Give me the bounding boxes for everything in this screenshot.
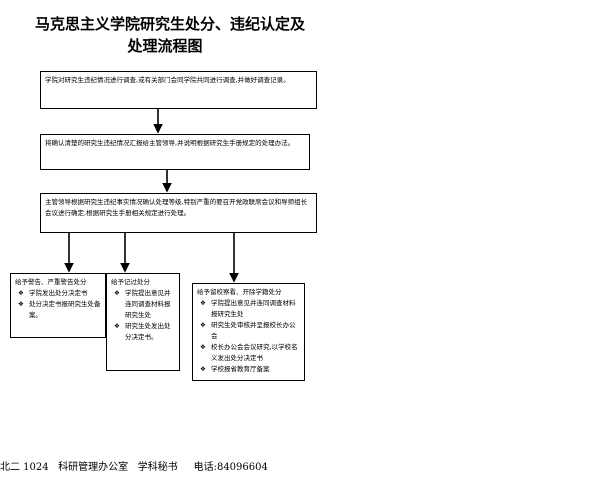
diamond-bullet-icon: ❖ [200,343,206,351]
item-text: 研究生处发出处分决定书。 [125,322,171,341]
item-text: 学院提出意见并连同调查材料报研究生处 [211,299,296,318]
page-title-line2: 处理流程图 [127,37,203,55]
diamond-bullet-icon: ❖ [18,289,24,297]
contact-footer: 北二 1024 科研管理办公室 学科秘书 电话:84096604 [0,462,268,473]
branch-title: 给予留校察看、开除学籍处分 [197,288,282,296]
list-item: ❖ 学院提出意见并连同调查材料报研究生处 [111,288,175,321]
diamond-bullet-icon: ❖ [114,322,120,330]
branch-warning: 给予警告、严重警告处分 ❖ 学院发出处分决定书 ❖ 处分决定书报研究生处备案。 [10,273,106,338]
item-text: 学院提出意见并连同调查材料报研究生处 [125,289,171,319]
list-item: ❖ 学院提出意见并连同调查材料报研究生处 [197,298,300,320]
flow-step-investigation: 学院对研究生违纪情况进行调查,或有关部门会同学院共同进行调查,并做好调查记录。 [40,71,317,109]
flow-step-report: 将确认清楚的研究生违纪情况汇报给主管领导,并说明根据研究生手册规定的处理办法。 [40,134,310,170]
diamond-bullet-icon: ❖ [18,300,24,308]
flow-step-decision: 主管领导根据研究生违纪事实情况确认处理等级,特别严重的要召开党政联席会议和导师组… [40,193,317,233]
diamond-bullet-icon: ❖ [114,289,120,297]
list-item: ❖ 研究生处发出处分决定书。 [111,321,175,343]
diamond-bullet-icon: ❖ [200,299,206,307]
branch-probation-expulsion: 给予留校察看、开除学籍处分 ❖ 学院提出意见并连同调查材料报研究生处 ❖ 研究生处审… [192,283,305,381]
list-item: ❖ 研究生处审核并呈报校长办公会 [197,320,300,342]
item-text: 研究生处审核并呈报校长办公会 [211,321,296,340]
item-text: 学校报省教育厅备案 [211,365,270,373]
list-item: ❖ 校长办公会会议研究,以学校名义发出处分决定书 [197,342,300,364]
step-text: 主管领导根据研究生违纪事实情况确认处理等级,特别严重的要召开党政联席会议和导师组… [45,198,308,217]
list-item: ❖ 处分决定书报研究生处备案。 [15,299,101,321]
page-title: 马克思主义学院研究生处分、违纪认定及 [34,15,305,33]
item-text: 学院发出处分决定书 [29,289,88,297]
list-item: ❖ 学校报省教育厅备案 [197,364,300,375]
item-text: 处分决定书报研究生处备案。 [29,300,101,319]
branch-demerit: 给予记过处分 ❖ 学院提出意见并连同调查材料报研究生处 ❖ 研究生处发出处分决定书。 [106,273,180,371]
item-text: 校长办公会会议研究,以学校名义发出处分决定书 [211,343,298,362]
diamond-bullet-icon: ❖ [200,365,206,373]
diamond-bullet-icon: ❖ [200,321,206,329]
step-text: 学院对研究生违纪情况进行调查,或有关部门会同学院共同进行调查,并做好调查记录。 [45,76,290,84]
branch-title: 给予警告、严重警告处分 [15,278,87,286]
step-text: 将确认清楚的研究生违纪情况汇报给主管领导,并说明根据研究生手册规定的处理办法。 [45,139,295,147]
branch-title: 给予记过处分 [111,278,150,286]
list-item: ❖ 学院发出处分决定书 [15,288,101,299]
